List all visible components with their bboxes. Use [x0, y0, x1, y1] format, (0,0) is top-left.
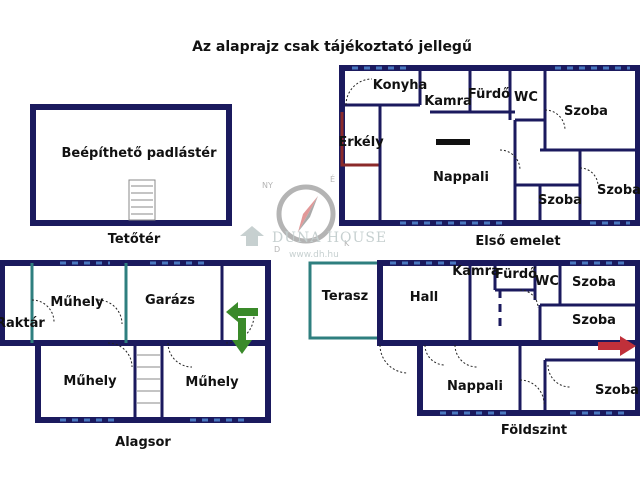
attic-ladder: [128, 179, 156, 221]
room-label-furdo-1: Fürdő: [468, 87, 510, 102]
foldszint-plan: Terasz Hall Kamra Fürdő WC Szoba Szoba N…: [308, 260, 640, 416]
room-label-wc-0: WC: [535, 274, 559, 289]
room-label-raktar: Raktár: [0, 316, 45, 331]
compass-ring: [276, 184, 336, 244]
elso-emelet-plan: Konyha Kamra Fürdő WC Szoba Erkély Nappa…: [338, 65, 640, 226]
floor-label-foldszint: Földszint: [501, 423, 567, 438]
entry-arrow-down-icon: [232, 318, 252, 354]
room-label-kamra-0: Kamra: [452, 264, 500, 279]
room-label-terasz: Terasz: [322, 289, 368, 304]
room-label-wc-1: WC: [514, 90, 538, 105]
room-label-szoba-1c: Szoba: [597, 183, 640, 198]
compass-ny: NY: [262, 181, 273, 190]
tetoter-plan: Beépíthető padlástér: [30, 104, 232, 226]
room-label-szoba-1a: Szoba: [564, 104, 608, 119]
room-label-szoba-1b: Szoba: [538, 193, 582, 208]
compass-k: K: [344, 239, 350, 248]
alagsor-plan: Raktár Műhely Garázs Műhely Műhely: [0, 260, 271, 423]
watermark-url: www.dh.hu: [289, 250, 339, 260]
watermark: NY É K D DUNA HOUSE www.dh.hu: [240, 173, 387, 260]
notice-title: Az alaprajz csak tájékoztató jellegű: [192, 39, 472, 55]
entry-arrow-red-icon: [598, 336, 636, 356]
floor-label-elso-emelet: Első emelet: [475, 234, 560, 249]
room-label-padlaster: Beépíthető padlástér: [61, 146, 217, 161]
room-label-muhely-a: Műhely: [50, 295, 104, 310]
compass-d: D: [274, 245, 280, 254]
room-label-szoba-0c: Szoba: [595, 383, 639, 398]
room-label-szoba-0b: Szoba: [572, 313, 616, 328]
duna-house-logo-icon: [240, 226, 264, 246]
room-label-nappali-0: Nappali: [447, 379, 503, 394]
compass-e: É: [330, 173, 335, 184]
watermark-brand: DUNA HOUSE: [272, 230, 387, 246]
room-label-garazs: Garázs: [145, 293, 195, 308]
floor-label-tetoter: Tetőtér: [108, 232, 161, 247]
room-label-kamra-1: Kamra: [424, 94, 472, 109]
room-label-szoba-0a: Szoba: [572, 275, 616, 290]
room-label-muhely-c: Műhely: [185, 375, 239, 390]
room-label-nappali-1: Nappali: [433, 170, 489, 185]
room-label-hall: Hall: [410, 290, 439, 305]
entry-arrow-left-icon: [226, 302, 258, 322]
floor-label-alagsor: Alagsor: [115, 435, 171, 450]
room-label-erkely: Erkély: [338, 135, 384, 150]
room-label-furdo-0: Fürdő: [495, 267, 537, 282]
room-label-konyha: Konyha: [373, 78, 428, 93]
room-label-muhely-b: Műhely: [63, 374, 117, 389]
